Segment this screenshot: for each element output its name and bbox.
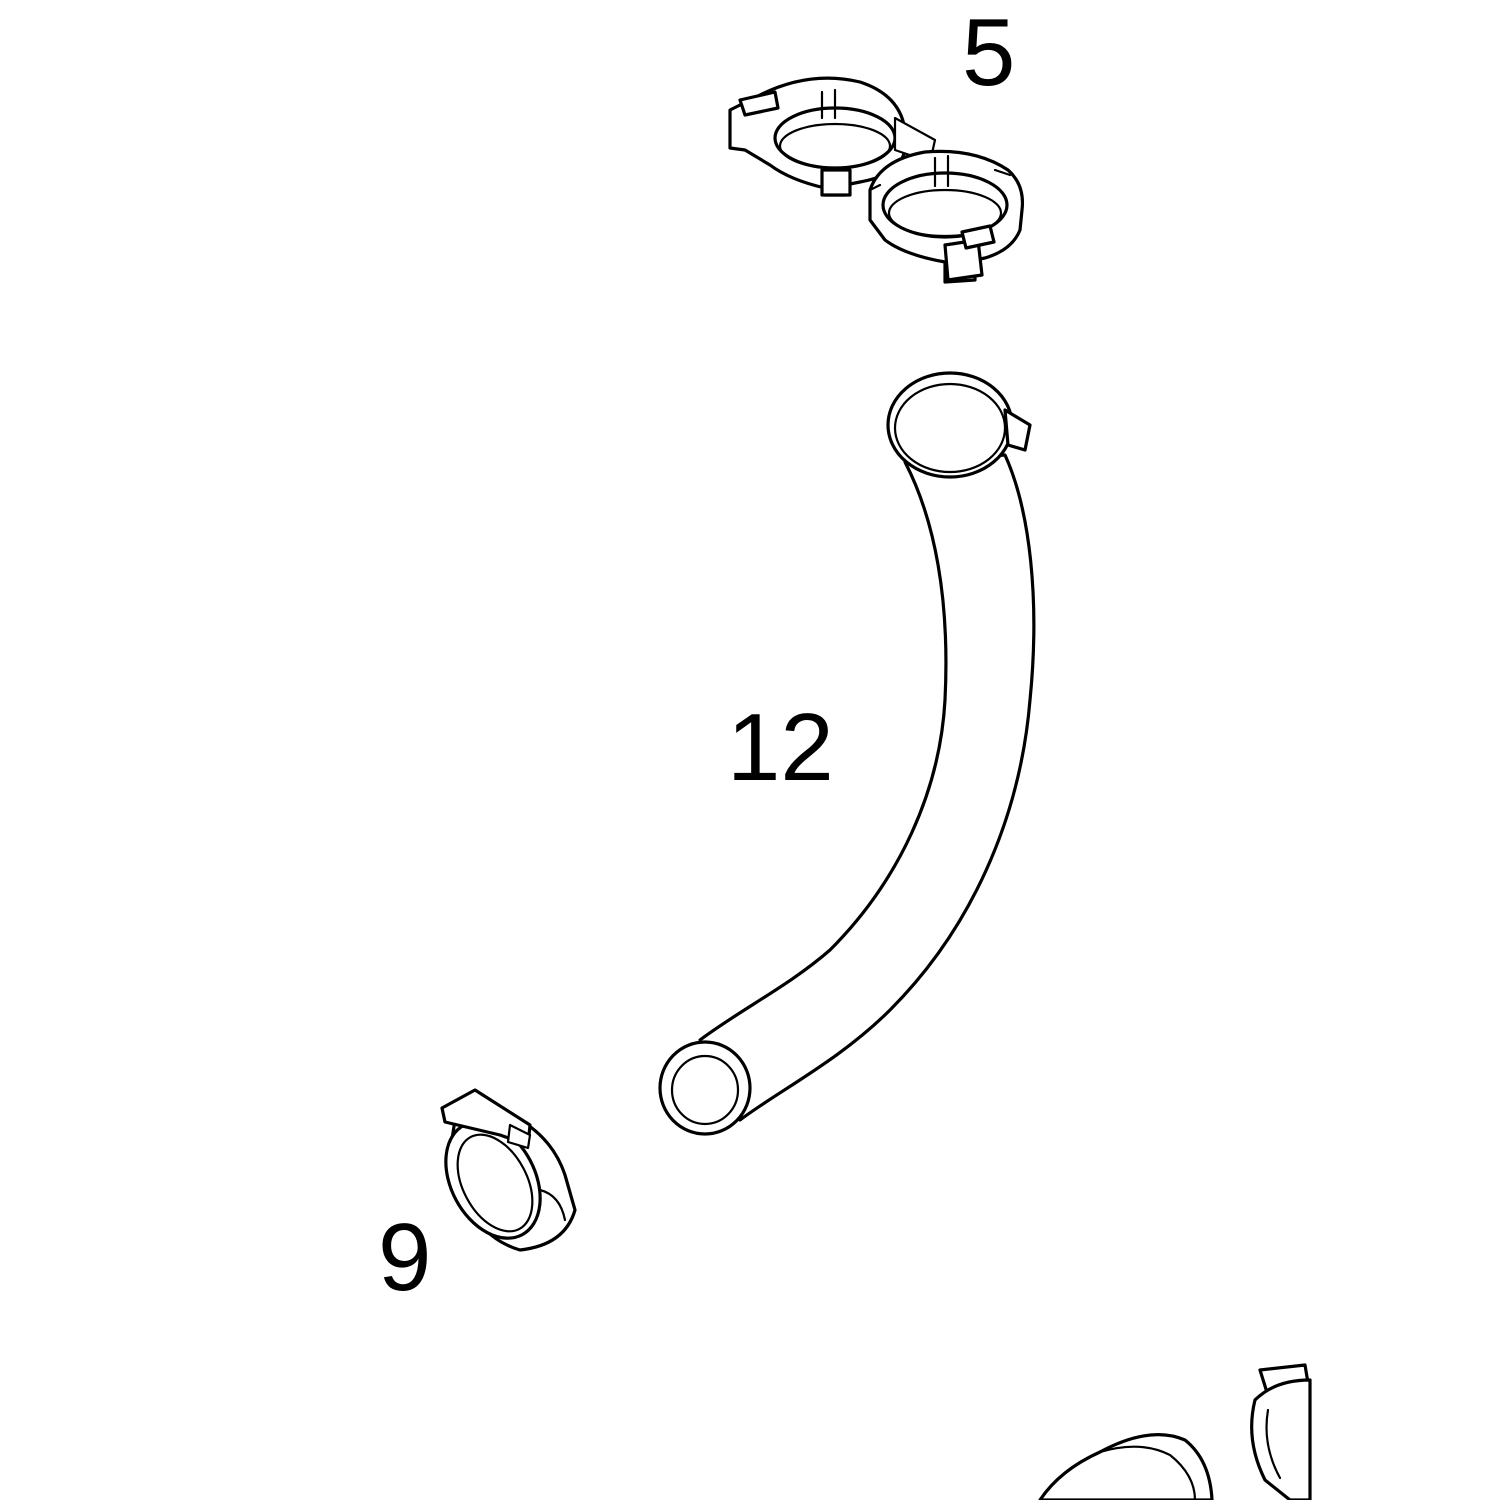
callout-9: 9 (378, 1204, 431, 1311)
partial-hose-bottom-right (1038, 1433, 1214, 1500)
hose-clamp-part-9[interactable] (427, 1088, 577, 1254)
partial-clamp-bottom-right (1250, 1363, 1312, 1500)
double-clip-part-5[interactable] (728, 76, 1025, 284)
hose-part-12[interactable] (658, 371, 1036, 1136)
callout-12: 12 (727, 694, 834, 801)
callout-5: 5 (962, 0, 1015, 106)
